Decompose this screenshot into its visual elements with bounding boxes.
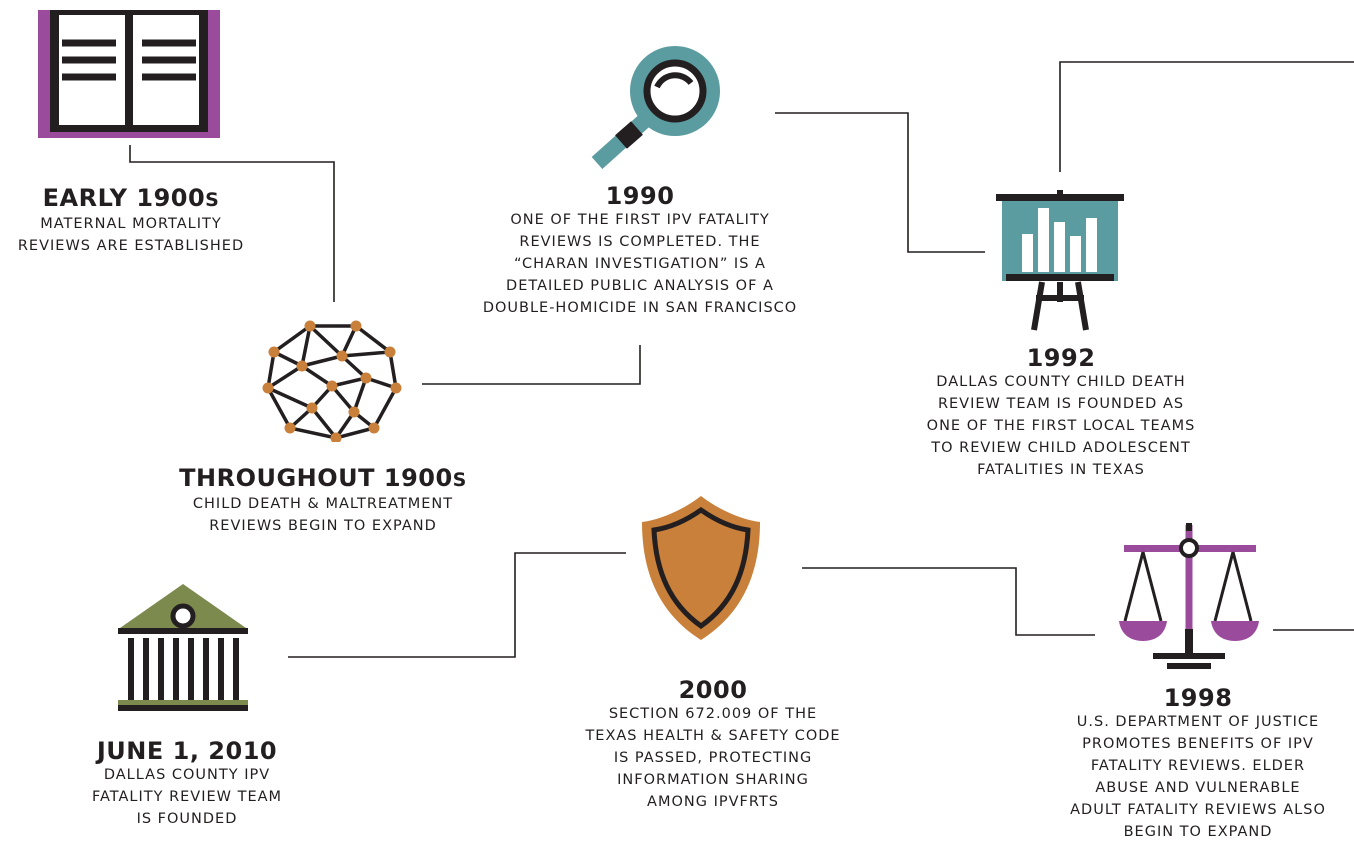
event-description: MATERNAL MORTALITY REVIEWS ARE ESTABLISH… bbox=[17, 216, 245, 254]
network-icon bbox=[262, 320, 402, 442]
event-title: JUNE 1, 2010 bbox=[96, 737, 278, 765]
connector-chart-to-right bbox=[1059, 61, 1354, 172]
courthouse-icon bbox=[118, 584, 248, 711]
event-description: DALLAS COUNTY IPV FATALITY REVIEW TEAM I… bbox=[91, 767, 283, 827]
connector-book-to-network bbox=[129, 145, 335, 302]
event-description: DALLAS COUNTY CHILD DEATH REVIEW TEAM IS… bbox=[926, 374, 1196, 478]
presentation-chart-icon bbox=[996, 190, 1124, 331]
connector-magnifier-to-chart bbox=[775, 112, 985, 253]
event-title: 1998 bbox=[1163, 684, 1233, 712]
event-title: EARLY 1900S bbox=[42, 184, 220, 212]
event-1992: 1992 DALLAS COUNTY CHILD DEATH REVIEW TE… bbox=[900, 345, 1222, 481]
event-2000: 2000 SECTION 672.009 OF THE TEXAS HEALTH… bbox=[560, 677, 866, 813]
event-description: SECTION 672.009 OF THE TEXAS HEALTH & SA… bbox=[585, 706, 841, 810]
event-early-1900s: EARLY 1900S MATERNAL MORTALITY REVIEWS A… bbox=[0, 185, 262, 257]
event-1998: 1998 U.S. DEPARTMENT OF JUSTICE PROMOTES… bbox=[1042, 685, 1354, 843]
connector-shield-to-scales bbox=[802, 567, 1095, 636]
connector-network-to-1990 bbox=[422, 345, 641, 385]
event-title: THROUGHOUT 1900S bbox=[179, 464, 467, 492]
magnifier-icon bbox=[591, 46, 720, 169]
event-description: ONE OF THE FIRST IPV FATALITY REVIEWS IS… bbox=[482, 212, 798, 316]
shield-icon bbox=[642, 496, 760, 640]
connector-courthouse-to-shield bbox=[288, 552, 626, 658]
scales-icon bbox=[1119, 523, 1259, 669]
event-description: U.S. DEPARTMENT OF JUSTICE PROMOTES BENE… bbox=[1070, 714, 1326, 840]
event-june-2010: JUNE 1, 2010 DALLAS COUNTY IPV FATALITY … bbox=[62, 738, 312, 830]
book-icon bbox=[38, 10, 220, 138]
event-title: 2000 bbox=[678, 676, 748, 704]
event-title: 1992 bbox=[1026, 344, 1096, 372]
event-throughout-1900s: THROUGHOUT 1900S CHILD DEATH & MALTREATM… bbox=[168, 465, 478, 537]
event-title: 1990 bbox=[605, 182, 675, 210]
event-description: CHILD DEATH & MALTREATMENT REVIEWS BEGIN… bbox=[192, 496, 454, 534]
event-1990: 1990 ONE OF THE FIRST IPV FATALITY REVIE… bbox=[452, 183, 828, 319]
